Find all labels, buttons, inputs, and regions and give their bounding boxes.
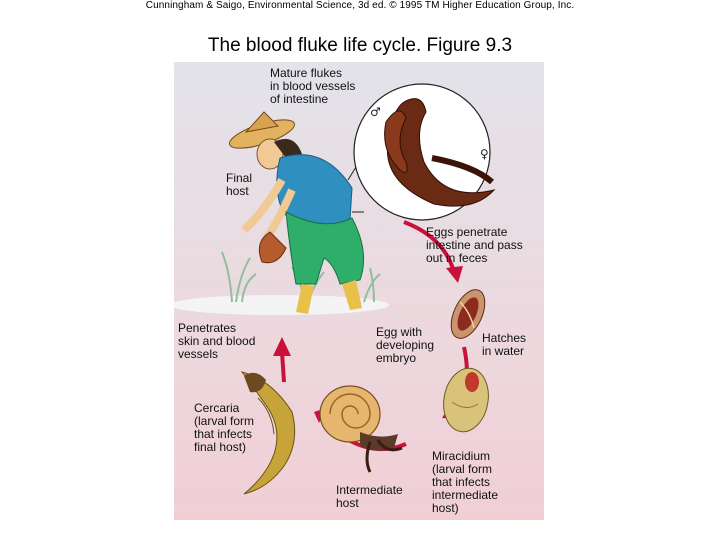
label-cercaria: Cercaria (larval form that infects final…: [194, 401, 255, 454]
label-egg-embryo: Egg with developing embryo: [376, 325, 435, 365]
cercaria-larva: [240, 371, 296, 495]
label-mature-flukes: Mature flukes in blood vessels of intest…: [270, 66, 356, 106]
label-penetrates-skin: Penetrates skin and blood vessels: [178, 321, 256, 361]
arrowhead-to-egg: [446, 266, 463, 283]
label-hatches: Hatches in water: [482, 331, 527, 358]
figure-title: The blood fluke life cycle. Figure 9.3: [207, 35, 513, 56]
label-final-host: Final host: [226, 171, 253, 198]
label-intermediate-host: Intermediate host: [336, 483, 403, 510]
final-host-farmer: [229, 111, 365, 314]
miracidium-larva: [443, 367, 489, 433]
diagram-artwork: ♂ ♀: [174, 62, 544, 520]
egg-embryo: [450, 289, 486, 339]
arrowhead-to-host: [273, 337, 291, 356]
magnified-flukes: ♂ ♀: [347, 83, 496, 221]
label-eggs-penetrate: Eggs penetrate intestine and pass out in…: [426, 225, 523, 265]
svg-text:♂: ♂: [370, 105, 381, 119]
water-surface: [174, 295, 389, 315]
snail-intermediate-host: [319, 385, 403, 473]
label-miracidium: Miracidium (larval form that infects int…: [432, 449, 499, 515]
basket: [258, 231, 287, 264]
figure-credit: Cunningham & Saigo, Environmental Scienc…: [145, 0, 575, 11]
life-cycle-diagram: ♂ ♀ Mature flukes in: [174, 62, 544, 520]
svg-text:♀: ♀: [480, 147, 489, 161]
green-pants: [285, 211, 365, 285]
